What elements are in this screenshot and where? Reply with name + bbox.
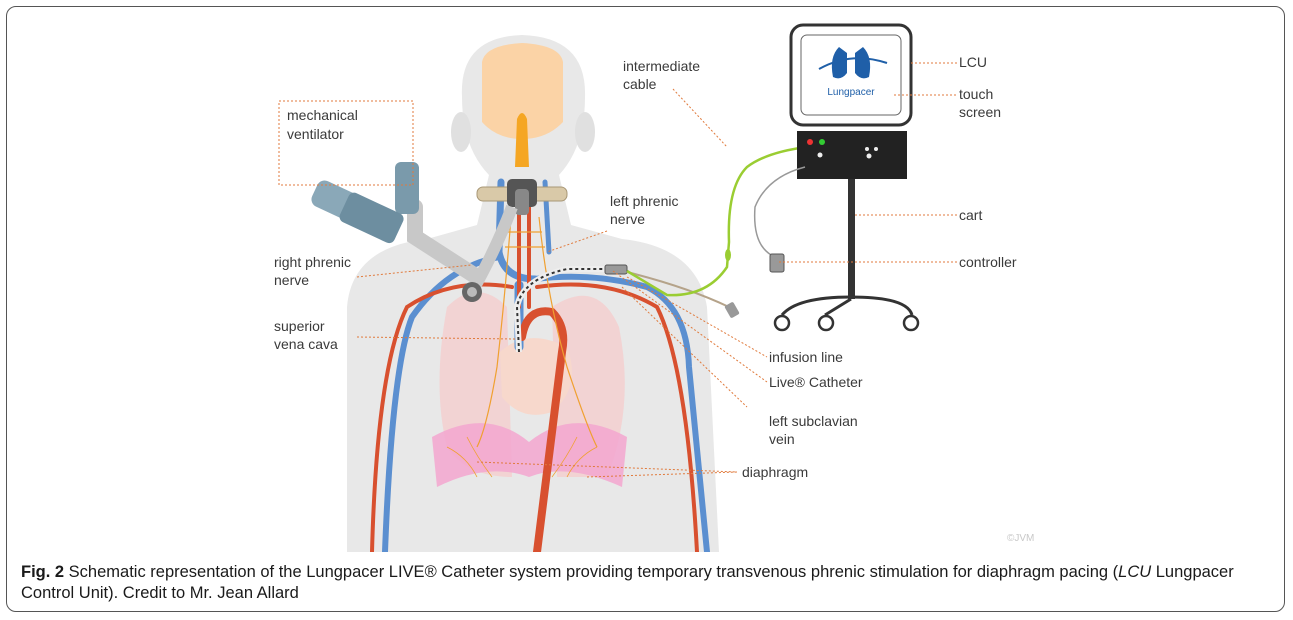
catheter-system-diagram: Lungpacer <box>7 7 1285 552</box>
touch-screen <box>801 35 901 115</box>
lungpacer-control-unit: Lungpacer <box>755 25 918 330</box>
label-lcu: LCU <box>959 54 987 70</box>
handheld-controller <box>770 254 784 272</box>
label-cart: cart <box>959 207 982 223</box>
trach-connector-inner <box>515 189 529 215</box>
cart-base <box>782 297 912 315</box>
figure-caption: Fig. 2 Schematic representation of the L… <box>21 562 1271 604</box>
screen-logo-text: Lungpacer <box>827 87 875 98</box>
label-controller: controller <box>959 254 1017 270</box>
copyright-mark: ©JVM <box>1007 533 1034 544</box>
figure-number: Fig. 2 <box>21 563 64 581</box>
controller-cable <box>755 167 805 257</box>
label-infusion-line: infusion line <box>769 349 843 365</box>
caption-text-part-1: Schematic representation of the Lungpace… <box>64 563 1118 581</box>
figure-frame: Lungpacer <box>6 6 1285 612</box>
cart-pole <box>848 179 855 299</box>
spinal-cord <box>515 113 529 167</box>
lcu-console <box>797 131 907 179</box>
caption-abbreviation: LCU <box>1118 563 1151 581</box>
label-live-catheter: Live® Catheter <box>769 374 863 390</box>
label-diaphragm: diaphragm <box>742 464 808 480</box>
